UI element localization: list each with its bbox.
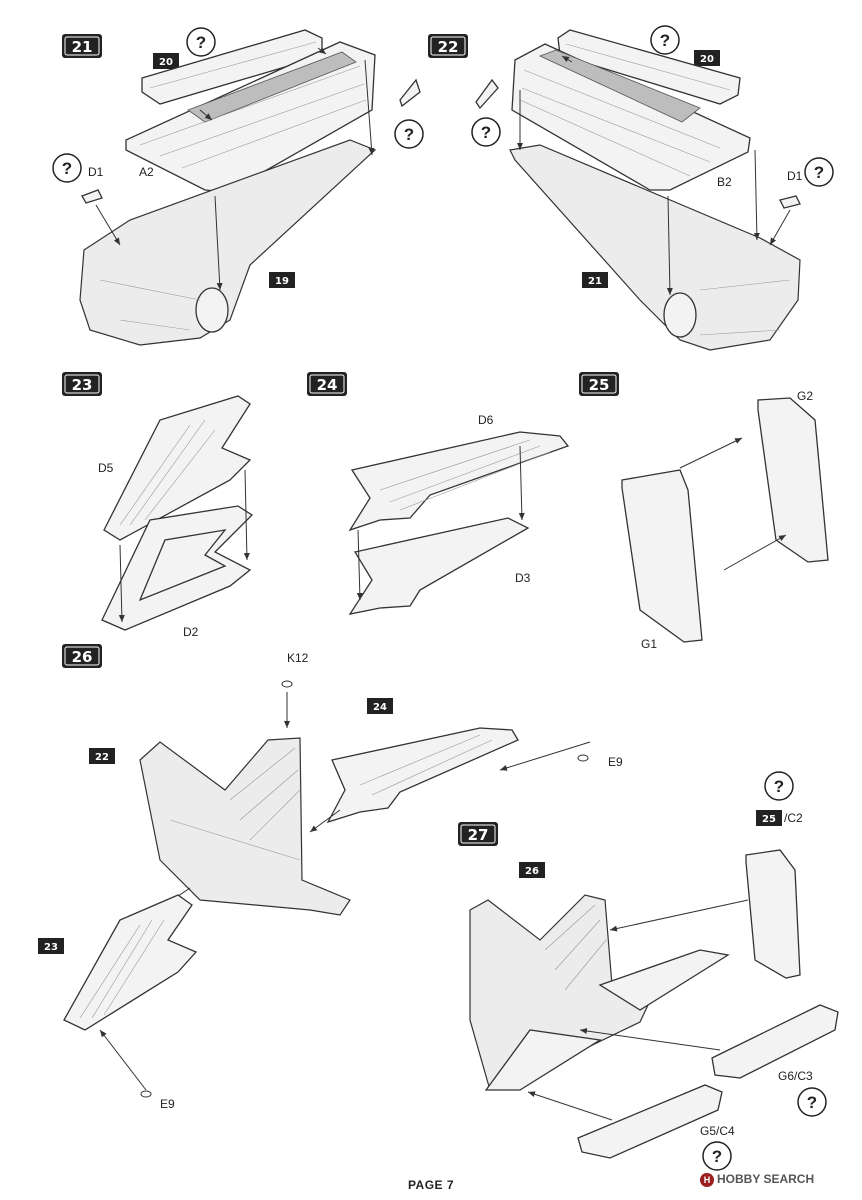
svg-text:?: ?	[774, 777, 784, 796]
step-26-badge: 26	[62, 644, 102, 668]
page-number: PAGE 7	[407, 1178, 455, 1192]
part-k12	[281, 680, 293, 688]
watermark-text: HOBBY SEARCH	[717, 1172, 815, 1186]
engine-intake-right	[663, 292, 697, 338]
svg-text:?: ?	[481, 123, 491, 142]
engine-intake-left	[195, 287, 229, 333]
question-icon: ?	[702, 1141, 732, 1171]
ref-20-left: 20	[153, 53, 179, 69]
question-icon: ?	[394, 119, 424, 149]
step-21-number: 21	[72, 38, 93, 56]
step-26-number: 26	[72, 648, 93, 666]
label-d3: D3	[515, 571, 531, 585]
ref-26: 26	[519, 862, 545, 878]
rudder-assembly-27	[745, 849, 801, 979]
question-icon: ?	[650, 25, 680, 55]
svg-text:?: ?	[404, 125, 414, 144]
label-g1: G1	[641, 637, 657, 651]
step-27-number: 27	[468, 826, 489, 844]
rudder-part-g2	[757, 397, 829, 563]
ref-24: 24	[367, 698, 393, 714]
step-27-badge: 27	[458, 822, 498, 846]
wedge-part-right	[475, 78, 499, 110]
elevator-part-g6c3	[711, 1004, 839, 1079]
step-22-number: 22	[438, 38, 459, 56]
ref-19: 19	[269, 272, 295, 288]
step-25-number: 25	[589, 376, 610, 394]
wing-assembly-27	[598, 949, 730, 1011]
svg-text:25: 25	[762, 814, 776, 825]
hobbysearch-logo-icon: H	[700, 1172, 714, 1187]
step-21-badge: 21	[62, 34, 102, 58]
question-icon: ?	[797, 1087, 827, 1117]
label-g2: G2	[797, 389, 813, 403]
label-d5: D5	[98, 461, 114, 475]
svg-text:26: 26	[525, 866, 539, 877]
part-d1-right	[779, 195, 801, 209]
step-24-badge: 24	[307, 372, 347, 396]
step-25-badge: 25	[579, 372, 619, 396]
stabilizer-assembly-d5d2	[63, 894, 198, 1031]
svg-text:?: ?	[62, 159, 72, 178]
fuselage-half-right	[509, 144, 801, 351]
label-d6: D6	[478, 413, 494, 427]
svg-text:?: ?	[660, 31, 670, 50]
svg-text:21: 21	[588, 276, 602, 287]
label-b2: B2	[717, 175, 732, 189]
question-icon: ?	[764, 771, 794, 801]
label-a2: A2	[139, 165, 154, 179]
grey-masking-strip	[187, 51, 357, 123]
label-d1-left: D1	[88, 165, 104, 179]
stabilizer-part-d6	[348, 431, 570, 532]
label-c2: /C2	[784, 811, 803, 825]
label-d2: D2	[183, 625, 199, 639]
wedge-part-left	[399, 78, 421, 108]
svg-text:24: 24	[373, 702, 387, 713]
label-g6c3: G6/C3	[778, 1069, 813, 1083]
svg-text:?: ?	[814, 163, 824, 182]
svg-text:?: ?	[807, 1093, 817, 1112]
ref-23: 23	[38, 938, 64, 954]
step-24-number: 24	[317, 376, 338, 394]
fuselage-assembly-26	[139, 737, 351, 916]
label-k12: K12	[287, 651, 309, 665]
ref-22: 22	[89, 748, 115, 764]
ref-20-right: 20	[694, 50, 720, 66]
svg-text:22: 22	[95, 752, 109, 763]
question-icon: ?	[804, 157, 834, 187]
question-icon: ?	[186, 27, 216, 57]
elevator-part-g5c4	[577, 1084, 723, 1159]
label-e9-top: E9	[608, 755, 623, 769]
question-icon: ?	[471, 117, 501, 147]
svg-text:19: 19	[275, 276, 289, 287]
question-icon: ?	[52, 153, 82, 183]
stabilizer-part-d3	[348, 517, 530, 615]
label-d1-right: D1	[787, 169, 803, 183]
rudder-part-g1	[621, 469, 703, 643]
part-e9-top	[577, 754, 589, 762]
svg-text:20: 20	[159, 57, 173, 68]
part-d1-left	[81, 189, 103, 204]
label-g5c4: G5/C4	[700, 1124, 735, 1138]
svg-text:?: ?	[196, 33, 206, 52]
svg-text:23: 23	[44, 942, 58, 953]
svg-text:20: 20	[700, 54, 714, 65]
fuselage-half-left	[79, 139, 377, 346]
svg-text:?: ?	[712, 1147, 722, 1166]
part-e9-bottom	[140, 1090, 152, 1098]
ref-21: 21	[582, 272, 608, 288]
step-23-number: 23	[72, 376, 93, 394]
stabilizer-assembly-d6d3	[326, 727, 519, 824]
step-23-badge: 23	[62, 372, 102, 396]
label-e9-bottom: E9	[160, 1097, 175, 1111]
step-22-badge: 22	[428, 34, 468, 58]
ref-25: 25	[756, 810, 782, 826]
grey-masking-strip	[538, 49, 701, 123]
